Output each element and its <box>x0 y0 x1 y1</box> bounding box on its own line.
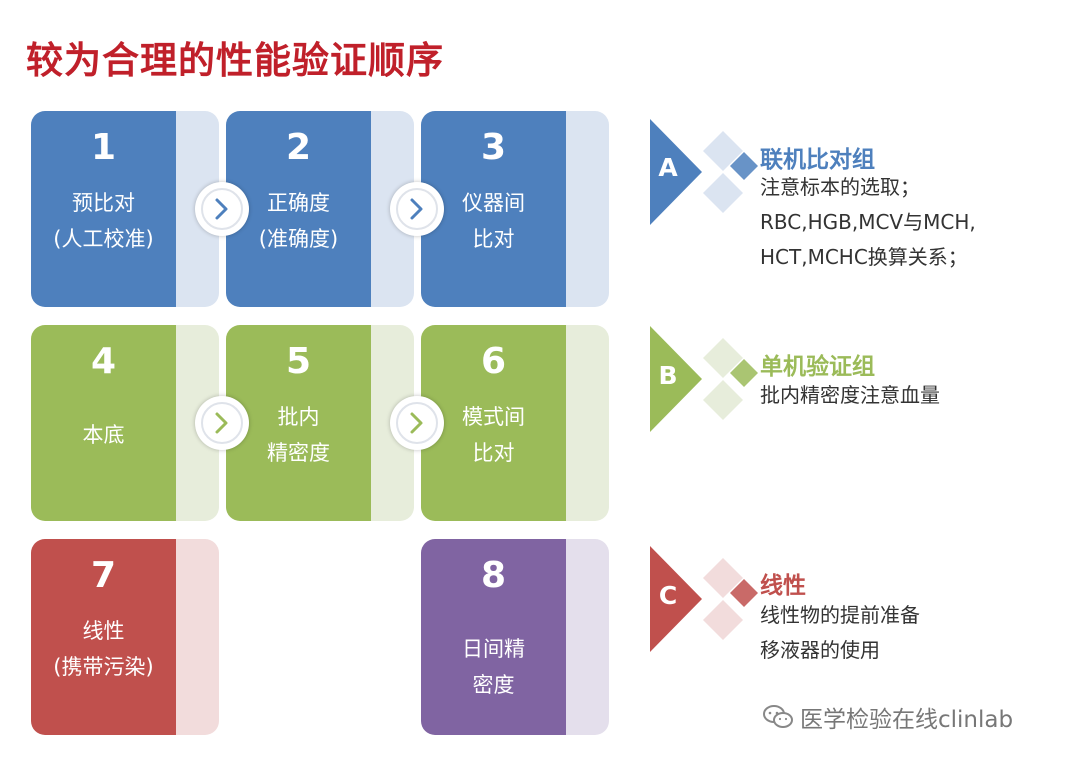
step-label-line: 本底 <box>82 423 125 447</box>
step-number: 4 <box>90 341 117 382</box>
page-title: 较为合理的性能验证顺序 <box>26 39 444 82</box>
group-marker-b <box>650 326 758 432</box>
group-line: 线性物的提前准备 <box>760 603 920 627</box>
step-tile-6: 6 模式间 比对 <box>421 325 609 521</box>
step-tile-4: 4 本底 <box>31 325 219 521</box>
step-label-line: 比对 <box>472 441 515 465</box>
step-tile-3: 3 仪器间 比对 <box>421 111 609 307</box>
step-number: 1 <box>90 127 117 168</box>
tile-tail <box>565 539 609 735</box>
step-label-line: 精密度 <box>267 441 330 465</box>
step-arrow-2-3 <box>390 182 444 236</box>
step-label-line: 比对 <box>472 227 515 251</box>
group-title: 联机比对组 <box>760 147 875 173</box>
group-letter: C <box>658 581 678 610</box>
step-number: 7 <box>90 555 117 596</box>
arrow-ring <box>396 402 438 444</box>
arrow-ring <box>201 188 243 230</box>
group-letter: A <box>658 153 678 182</box>
step-label-line: 预比对 <box>72 191 135 215</box>
tile-face: 3 仪器间 比对 <box>421 111 566 307</box>
step-label-line: 线性 <box>82 619 125 643</box>
step-label-line: (准确度) <box>258 227 339 251</box>
tile-face: 1 预比对 (人工校准) <box>31 111 176 307</box>
step-label-line: 批内 <box>277 405 320 429</box>
step-label-line: 仪器间 <box>462 191 525 215</box>
arrow-ring <box>201 402 243 444</box>
tile-tail <box>565 325 609 521</box>
group-title: 单机验证组 <box>760 354 875 380</box>
step-number: 5 <box>285 341 312 382</box>
step-label-line: (人工校准) <box>53 227 154 251</box>
step-label-line: (携带污染) <box>53 655 154 679</box>
arrow-ring <box>396 188 438 230</box>
group-line: 注意标本的选取； <box>760 175 920 199</box>
group-line: RBC,HGB,MCV与MCH, <box>760 210 976 234</box>
step-tile-1: 1 预比对 (人工校准) <box>31 111 219 307</box>
step-tile-7: 7 线性 (携带污染) <box>31 539 219 735</box>
wechat-icon <box>763 705 793 728</box>
step-label-line: 日间精 <box>462 637 525 661</box>
group-description: 批内精密度注意血量 <box>760 378 940 413</box>
tile-tail <box>565 111 609 307</box>
step-tile-5: 5 批内 精密度 <box>226 325 414 521</box>
watermark-text: 医学检验在线clinlab <box>800 707 1014 733</box>
step-label: 本底 <box>31 417 176 453</box>
tile-face: 7 线性 (携带污染) <box>31 539 176 735</box>
group-marker-a <box>650 119 758 225</box>
group-marker-c <box>650 546 758 652</box>
chevron-right-icon <box>410 412 423 434</box>
step-number: 6 <box>480 341 507 382</box>
step-number: 8 <box>480 555 507 596</box>
tile-face: 2 正确度 (准确度) <box>226 111 371 307</box>
group-line: HCT,MCHC换算关系； <box>760 245 968 269</box>
step-arrow-4-5 <box>195 396 249 450</box>
step-label: 批内 精密度 <box>226 399 371 471</box>
chevron-right-icon <box>215 198 228 220</box>
chevron-right-icon <box>215 412 228 434</box>
step-label: 正确度 (准确度) <box>226 185 371 257</box>
group-line: 移液器的使用 <box>760 638 880 662</box>
tile-face: 4 本底 <box>31 325 176 521</box>
chevron-right-icon <box>410 198 423 220</box>
step-label: 日间精 密度 <box>421 631 566 703</box>
step-label: 仪器间 比对 <box>421 185 566 257</box>
group-letter: B <box>658 361 678 390</box>
tile-tail <box>175 539 219 735</box>
step-tile-8: 8 日间精 密度 <box>421 539 609 735</box>
group-description: 线性物的提前准备 移液器的使用 <box>760 598 920 668</box>
step-label: 模式间 比对 <box>421 399 566 471</box>
step-label: 预比对 (人工校准) <box>31 185 176 257</box>
tile-face: 8 日间精 密度 <box>421 539 566 735</box>
step-label-line: 密度 <box>472 673 515 697</box>
step-tile-2: 2 正确度 (准确度) <box>226 111 414 307</box>
group-line: 批内精密度注意血量 <box>760 383 940 407</box>
group-title: 线性 <box>760 573 806 599</box>
step-label-line: 正确度 <box>267 191 330 215</box>
step-label: 线性 (携带污染) <box>31 613 176 685</box>
tile-face: 5 批内 精密度 <box>226 325 371 521</box>
step-arrow-5-6 <box>390 396 444 450</box>
tile-face: 6 模式间 比对 <box>421 325 566 521</box>
step-label-line: 模式间 <box>462 405 525 429</box>
group-description: 注意标本的选取； RBC,HGB,MCV与MCH, HCT,MCHC换算关系； <box>760 170 976 275</box>
step-number: 2 <box>285 127 312 168</box>
step-arrow-1-2 <box>195 182 249 236</box>
step-number: 3 <box>480 127 507 168</box>
watermark: 医学检验在线clinlab <box>762 700 1013 734</box>
